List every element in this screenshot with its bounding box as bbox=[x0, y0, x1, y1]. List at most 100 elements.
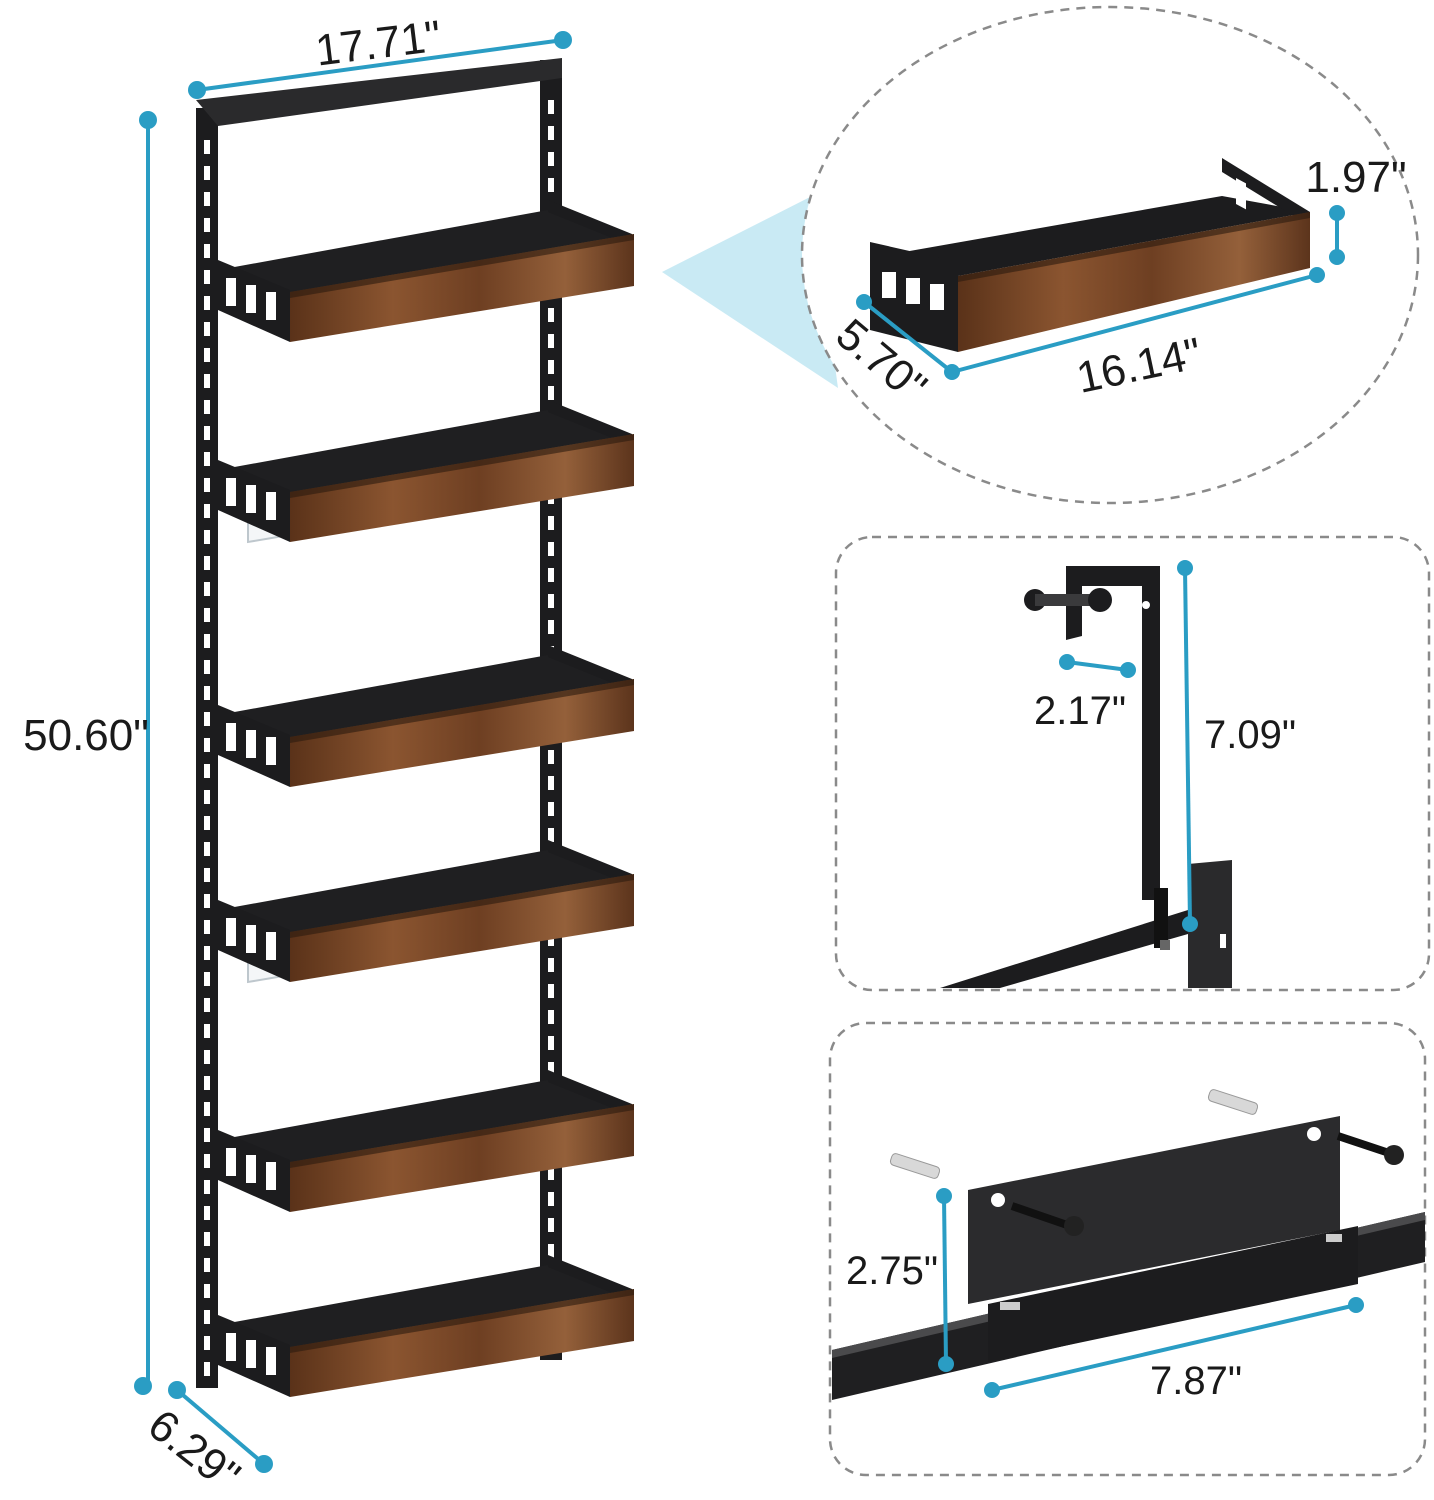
rail-slot bbox=[548, 568, 554, 582]
rail-slot bbox=[204, 1310, 210, 1324]
rail-slot bbox=[548, 1218, 554, 1232]
rack-basket bbox=[218, 200, 634, 342]
rail-slot bbox=[548, 1244, 554, 1258]
rack-width-label: 17.71" bbox=[313, 12, 444, 76]
basket-floor bbox=[218, 1080, 632, 1170]
basket-front-edge bbox=[290, 434, 634, 498]
rail-slot bbox=[548, 1062, 554, 1076]
rail-slot bbox=[204, 244, 210, 258]
rail-slot bbox=[548, 1166, 554, 1180]
basket-floor bbox=[218, 850, 632, 940]
rail-slot bbox=[204, 790, 210, 804]
hook-height-label: 7.09" bbox=[1204, 713, 1296, 757]
rail-slot bbox=[204, 348, 210, 362]
rail-slot bbox=[204, 712, 210, 726]
hook-panel-frame bbox=[834, 535, 1431, 992]
basket-front-edge bbox=[290, 1104, 634, 1168]
rail-slot bbox=[204, 1232, 210, 1246]
rail-slot bbox=[204, 634, 210, 648]
rail-slot bbox=[204, 660, 210, 674]
rail-slot bbox=[204, 218, 210, 232]
basket-side-cutout bbox=[266, 292, 276, 320]
rail-slot bbox=[548, 334, 554, 348]
rail-slot bbox=[548, 958, 554, 972]
basket-wood-front bbox=[290, 234, 634, 342]
basket-side-cutout bbox=[266, 932, 276, 960]
rail-slot bbox=[204, 166, 210, 180]
rail-slot bbox=[548, 178, 554, 192]
rail-slot bbox=[548, 1192, 554, 1206]
rail-slot bbox=[204, 1102, 210, 1116]
rack-top-bar bbox=[196, 58, 562, 126]
rack-basket bbox=[218, 840, 634, 984]
basket-side-cutout bbox=[226, 278, 236, 306]
basket-side-cutout bbox=[266, 1162, 276, 1190]
rail-slot bbox=[548, 984, 554, 998]
basket-side bbox=[548, 645, 632, 691]
hook-depth-label: 2.17" bbox=[1034, 689, 1126, 733]
rack-depth-label: 6.29" bbox=[139, 1400, 249, 1500]
rail-slot bbox=[548, 776, 554, 790]
wall-bracket-illustration bbox=[832, 1089, 1425, 1400]
basket-front-edge bbox=[290, 679, 634, 743]
basket-front-edge bbox=[290, 234, 634, 298]
basket-front-edge bbox=[290, 1289, 634, 1353]
rail-slot bbox=[204, 920, 210, 934]
rail-slot bbox=[204, 530, 210, 544]
basket-floor bbox=[218, 655, 632, 745]
rail-slot bbox=[204, 504, 210, 518]
rail-slot bbox=[204, 1050, 210, 1064]
basket-side-cutout bbox=[226, 1148, 236, 1176]
rail-slot bbox=[204, 192, 210, 206]
rail-slot bbox=[548, 802, 554, 816]
wall-anchor-icon bbox=[889, 1089, 1259, 1179]
rail-slot bbox=[548, 360, 554, 374]
rack-baskets bbox=[218, 200, 634, 1397]
rail-slot bbox=[548, 542, 554, 556]
hook-illustration bbox=[940, 566, 1232, 988]
screw-icon bbox=[1010, 1132, 1404, 1236]
wall-bracket-detail-panel: 2.75" 7.87" bbox=[828, 1021, 1427, 1477]
basket-side-cutout bbox=[246, 1340, 256, 1368]
rail-slot bbox=[204, 400, 210, 414]
rail-slot bbox=[548, 594, 554, 608]
rail-slot bbox=[204, 1128, 210, 1142]
rail-slot bbox=[204, 1154, 210, 1168]
basket-wood-front bbox=[290, 434, 634, 542]
rail-slot bbox=[204, 322, 210, 336]
rail-slot bbox=[204, 998, 210, 1012]
rail-slot bbox=[204, 296, 210, 310]
rail-slot bbox=[204, 764, 210, 778]
rail-slot bbox=[204, 1336, 210, 1350]
basket-side-cutout bbox=[246, 730, 256, 758]
rail-slot bbox=[548, 386, 554, 400]
wall-bracket-length-label: 7.87" bbox=[1150, 1359, 1242, 1403]
rail-slot bbox=[548, 620, 554, 634]
basket-side-cutout bbox=[266, 492, 276, 520]
basket-side-cutout bbox=[226, 918, 236, 946]
rail-slot bbox=[204, 868, 210, 882]
basket-side bbox=[548, 1255, 632, 1301]
rail-slot bbox=[204, 1206, 210, 1220]
basket-floor bbox=[218, 1265, 632, 1355]
basket-side-cutout bbox=[226, 478, 236, 506]
basket-front-edge bbox=[290, 874, 634, 938]
rack-height-dimension: 50.60" bbox=[23, 111, 157, 1395]
rack-basket bbox=[218, 645, 634, 787]
rail-slot bbox=[204, 426, 210, 440]
rail-slot bbox=[204, 842, 210, 856]
rail-slot bbox=[204, 452, 210, 466]
basket-side bbox=[548, 400, 632, 446]
basket-side bbox=[548, 200, 632, 246]
wall-bracket-height-label: 2.75" bbox=[846, 1249, 938, 1293]
rail-slot bbox=[204, 1076, 210, 1090]
basket-side-cutout bbox=[266, 737, 276, 765]
rail-slot bbox=[548, 152, 554, 166]
rail-slot bbox=[204, 1362, 210, 1376]
basket-side bbox=[548, 1070, 632, 1116]
rack-basket bbox=[218, 1255, 634, 1397]
rail-slot bbox=[204, 1180, 210, 1194]
basket-floor bbox=[218, 410, 632, 500]
rail-slot bbox=[548, 126, 554, 140]
